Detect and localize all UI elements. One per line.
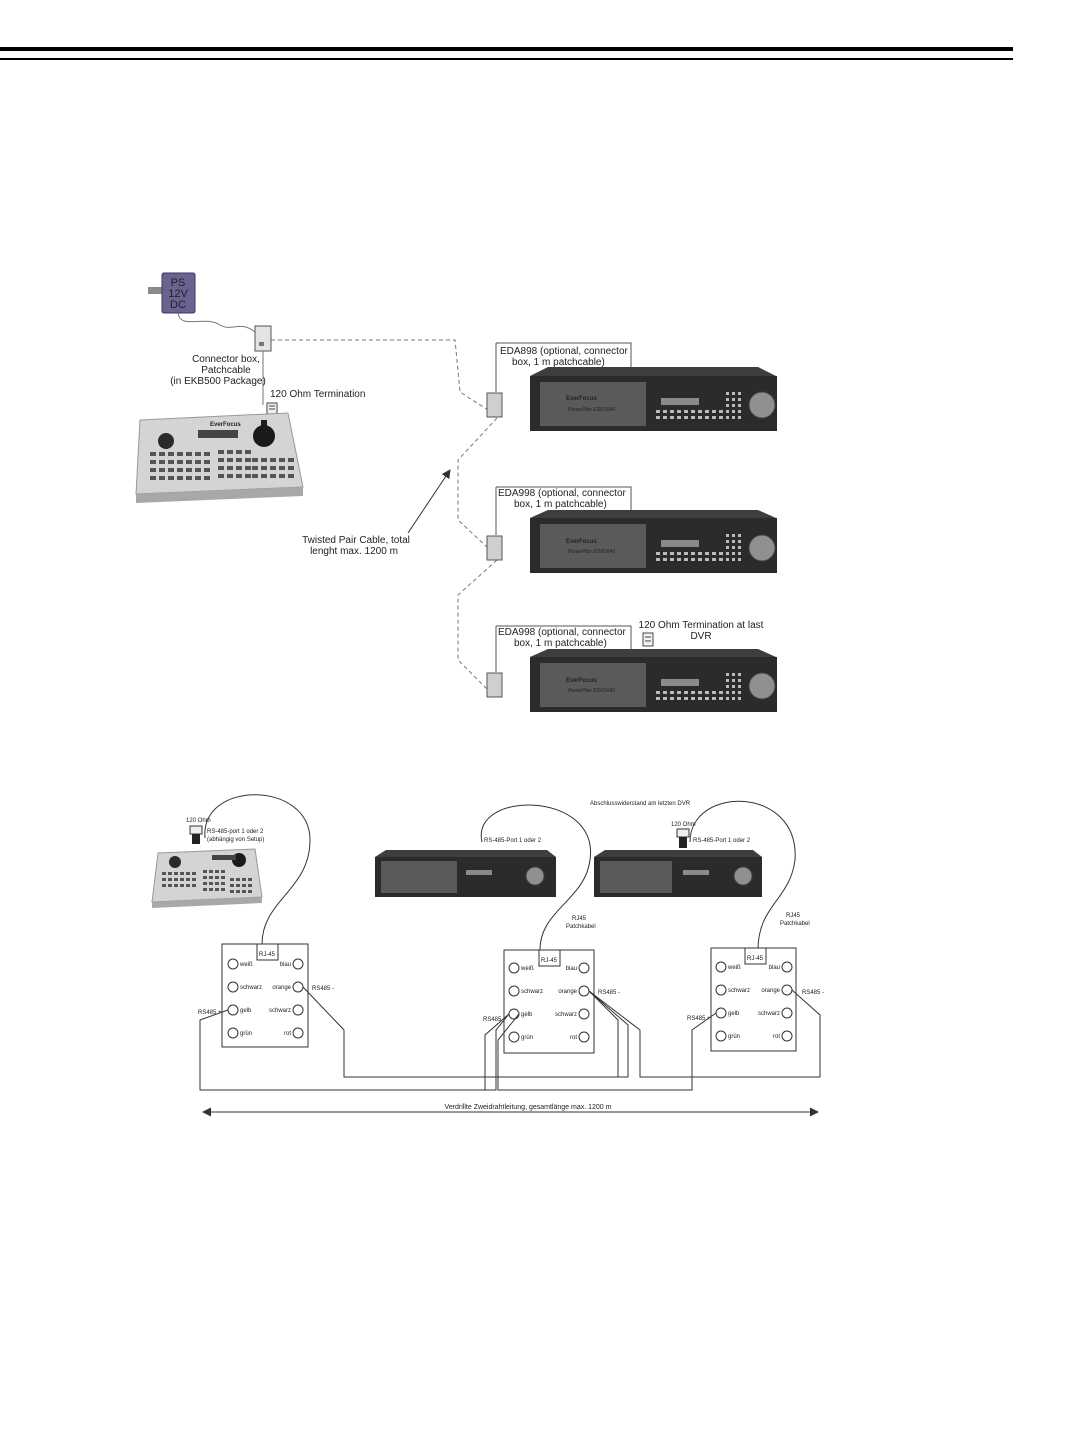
box-3-minus: RS485 - — [802, 990, 824, 996]
dvr-3-callout-1: EDA998 (optional, connector — [498, 627, 627, 638]
connector-box-3: RJ-45 weiß schwarz gelb grün blau orange… — [710, 947, 797, 1052]
dvr-1-brand: EverFocus — [566, 396, 597, 402]
bottom-keyboard-term-label: 120 Ohm — [186, 818, 211, 824]
box-2-plus: RS485 — [483, 1017, 502, 1023]
box-3-left-0: weiß — [727, 965, 741, 971]
box-3-right-2: schwarz — [758, 1011, 780, 1017]
keyboard-controller-small — [151, 848, 263, 908]
last-termination-label-2: DVR — [690, 631, 711, 642]
dvr-3-model: PowerPlex EDR1640 — [568, 688, 615, 694]
box-1-minus: RS485 - — [312, 986, 334, 992]
box-1-left-0: weiß — [239, 962, 253, 968]
psu-label-3: DC — [170, 299, 186, 311]
box-1-right-2: schwarz — [269, 1008, 291, 1014]
bottom-dvr-2-term: 120 Ohm — [671, 822, 696, 828]
connector-box-2: RJ-45 weiß schwarz gelb grün blau orange… — [503, 949, 595, 1054]
dvr-3: EDA998 (optional, connector box, 1 m pat… — [486, 625, 777, 712]
connector-box-1: RJ-45 weiß schwarz gelb grün blau orange… — [221, 943, 309, 1048]
box-2-right-0: blau — [566, 966, 577, 972]
twisted-pair-label-2: lenght max. 1200 m — [310, 546, 398, 557]
box-3-rj: RJ-45 — [747, 956, 764, 962]
box-3-plus: RS485 + — [687, 1016, 711, 1022]
connector-box-label-2: Patchcable — [201, 365, 251, 376]
power-cable — [177, 312, 256, 333]
box-3-right-0: blau — [769, 965, 780, 971]
keyboard-controller: EverFocus — [135, 412, 304, 503]
dvr-2-callout-2: box, 1 m patchcable) — [514, 499, 607, 510]
bottom-dvr-1 — [375, 850, 556, 897]
box-1-left-1: schwarz — [240, 985, 262, 991]
bottom-dvr-2-port: RS-485-Port 1 oder 2 — [693, 838, 751, 844]
bottom-keyboard-port-2: (abhängig von Setup) — [207, 837, 264, 843]
psu-label-2: 12V — [168, 288, 188, 300]
rs485-wiring — [199, 986, 821, 1091]
dvr-3-brand: EverFocus — [566, 678, 597, 684]
keyboard-termination-label: 120 Ohm Termination — [270, 389, 365, 400]
box-2-right-1: orange — [558, 989, 577, 995]
dvr-1-callout-1: EDA898 (optional, connector — [500, 346, 629, 357]
box-1-left-2: gelb — [240, 1008, 252, 1014]
bottom-patch-label-2-2: Patchkabel — [780, 921, 810, 927]
box-2-left-0: weiß — [520, 966, 534, 972]
dvr-1-model: PowerPlex EDR1640 — [568, 407, 615, 413]
bottom-dvr-2-header: Abschlusswiderstand am letzten DVR — [590, 801, 691, 807]
box-2-right-3: rot — [570, 1035, 577, 1041]
twisted-pair-label-1: Twisted Pair Cable, total — [302, 535, 410, 546]
box-3-left-2: gelb — [728, 1011, 740, 1017]
box-2-rj: RJ-45 — [541, 958, 558, 964]
box-3-right-3: rot — [773, 1034, 780, 1040]
dvr-1: EDA898 (optional, connector box, 1 m pat… — [486, 342, 777, 431]
box-3-right-1: orange — [761, 988, 780, 994]
header-rule-thick — [0, 47, 1013, 51]
box-2-left-3: grün — [521, 1035, 533, 1041]
box-2-left-2: gelb — [521, 1012, 533, 1018]
dvr-2-model: PowerPlex EDR1640 — [568, 549, 615, 555]
box-1-right-3: rot — [284, 1031, 291, 1037]
rs485-link-keyboard-dvr1 — [271, 339, 489, 411]
box-2-right-2: schwarz — [555, 1012, 577, 1018]
last-termination-plug-icon — [642, 632, 654, 647]
bottom-patch-label-1-1: RJ45 — [572, 916, 587, 922]
box-3-left-1: schwarz — [728, 988, 750, 994]
box-2-minus: RS485 - — [598, 990, 620, 996]
box-1-plus: RS485 + — [198, 1010, 222, 1016]
dvr-2: EDA998 (optional, connector box, 1 m pat… — [486, 486, 777, 573]
box-1-left-3: grün — [240, 1031, 252, 1037]
total-length-label: Verdrillte Zweidrahtleitung, gesamtlänge… — [445, 1104, 612, 1111]
bottom-patch-label-2-1: RJ45 — [786, 913, 801, 919]
connector-box-label-1: Connector box, — [192, 354, 260, 365]
connector-box-label-3: (in EKB500 Package) — [170, 376, 266, 387]
bottom-patch-label-1-2: Patchkabel — [566, 924, 596, 930]
box-1-right-0: blau — [280, 962, 291, 968]
rs485-link-dvr2-dvr3 — [457, 559, 498, 691]
psu-label-1: PS — [171, 277, 186, 289]
power-supply: PS 12V DC — [148, 272, 196, 314]
rs485-link-dvr1-dvr2 — [457, 417, 498, 549]
keyboard-brand: EverFocus — [210, 422, 241, 428]
box-2-left-1: schwarz — [521, 989, 543, 995]
bottom-dvr-2 — [594, 850, 762, 897]
keyboard-connector-box — [254, 325, 272, 352]
bottom-keyboard-port-1: RS-485-port 1 oder 2 — [207, 829, 264, 835]
dvr-2-brand: EverFocus — [566, 539, 597, 545]
bottom-dvr-2-plug-icon — [676, 828, 690, 848]
bottom-keyboard-plug-icon — [189, 825, 203, 844]
dvr-1-callout-2: box, 1 m patchcable) — [512, 357, 605, 368]
header-rule-thin — [0, 58, 1013, 60]
box-3-left-3: grün — [728, 1034, 740, 1040]
last-termination-label-1: 120 Ohm Termination at last — [639, 620, 764, 631]
dvr-3-callout-2: box, 1 m patchcable) — [514, 638, 607, 649]
bottom-dvr-1-port: RS-485-Port 1 oder 2 — [484, 838, 542, 844]
box-1-right-1: orange — [272, 985, 291, 991]
box-1-rj: RJ-45 — [259, 952, 276, 958]
dvr-2-callout-1: EDA998 (optional, connector — [498, 488, 627, 499]
